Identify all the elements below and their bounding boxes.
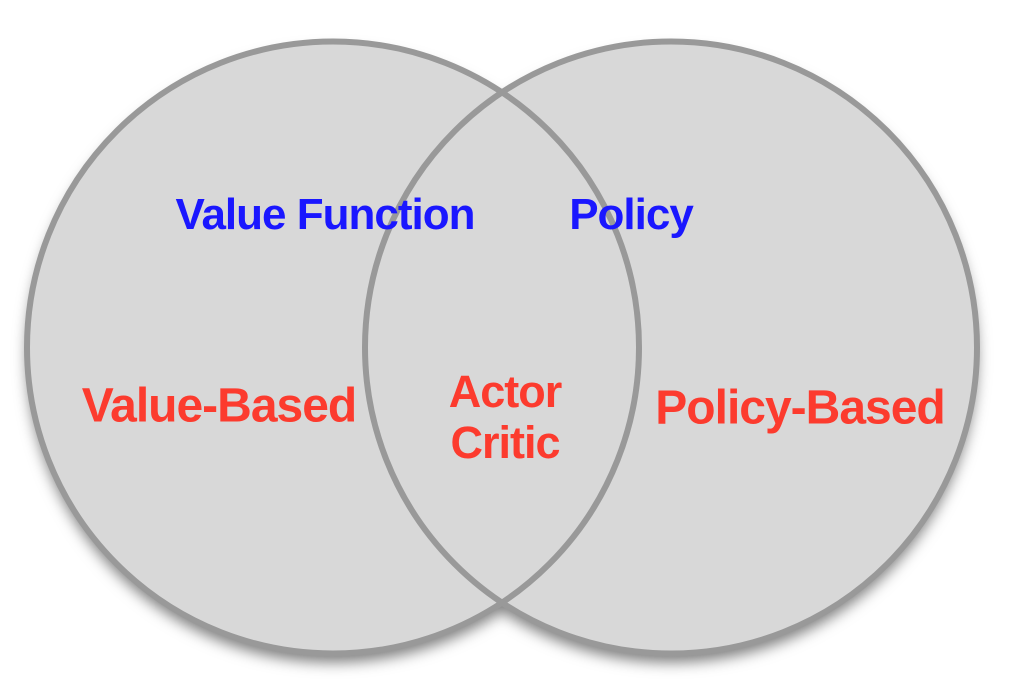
- right-circle-outline: [362, 38, 980, 657]
- intersection-label: Actor Critic: [448, 366, 563, 468]
- left-circle-main-label: Value-Based: [81, 379, 357, 433]
- intersection-label-line1: Actor: [448, 366, 563, 417]
- left-circle-top-label: Value Function: [175, 190, 476, 239]
- right-circle-top-label: Policy: [569, 190, 694, 239]
- intersection-label-line2: Critic: [450, 417, 560, 468]
- right-circle-main-label: Policy-Based: [655, 381, 945, 435]
- right-circle-fill: [365, 41, 977, 654]
- circle-fills: [27, 41, 977, 654]
- left-circle-outline: [24, 38, 642, 657]
